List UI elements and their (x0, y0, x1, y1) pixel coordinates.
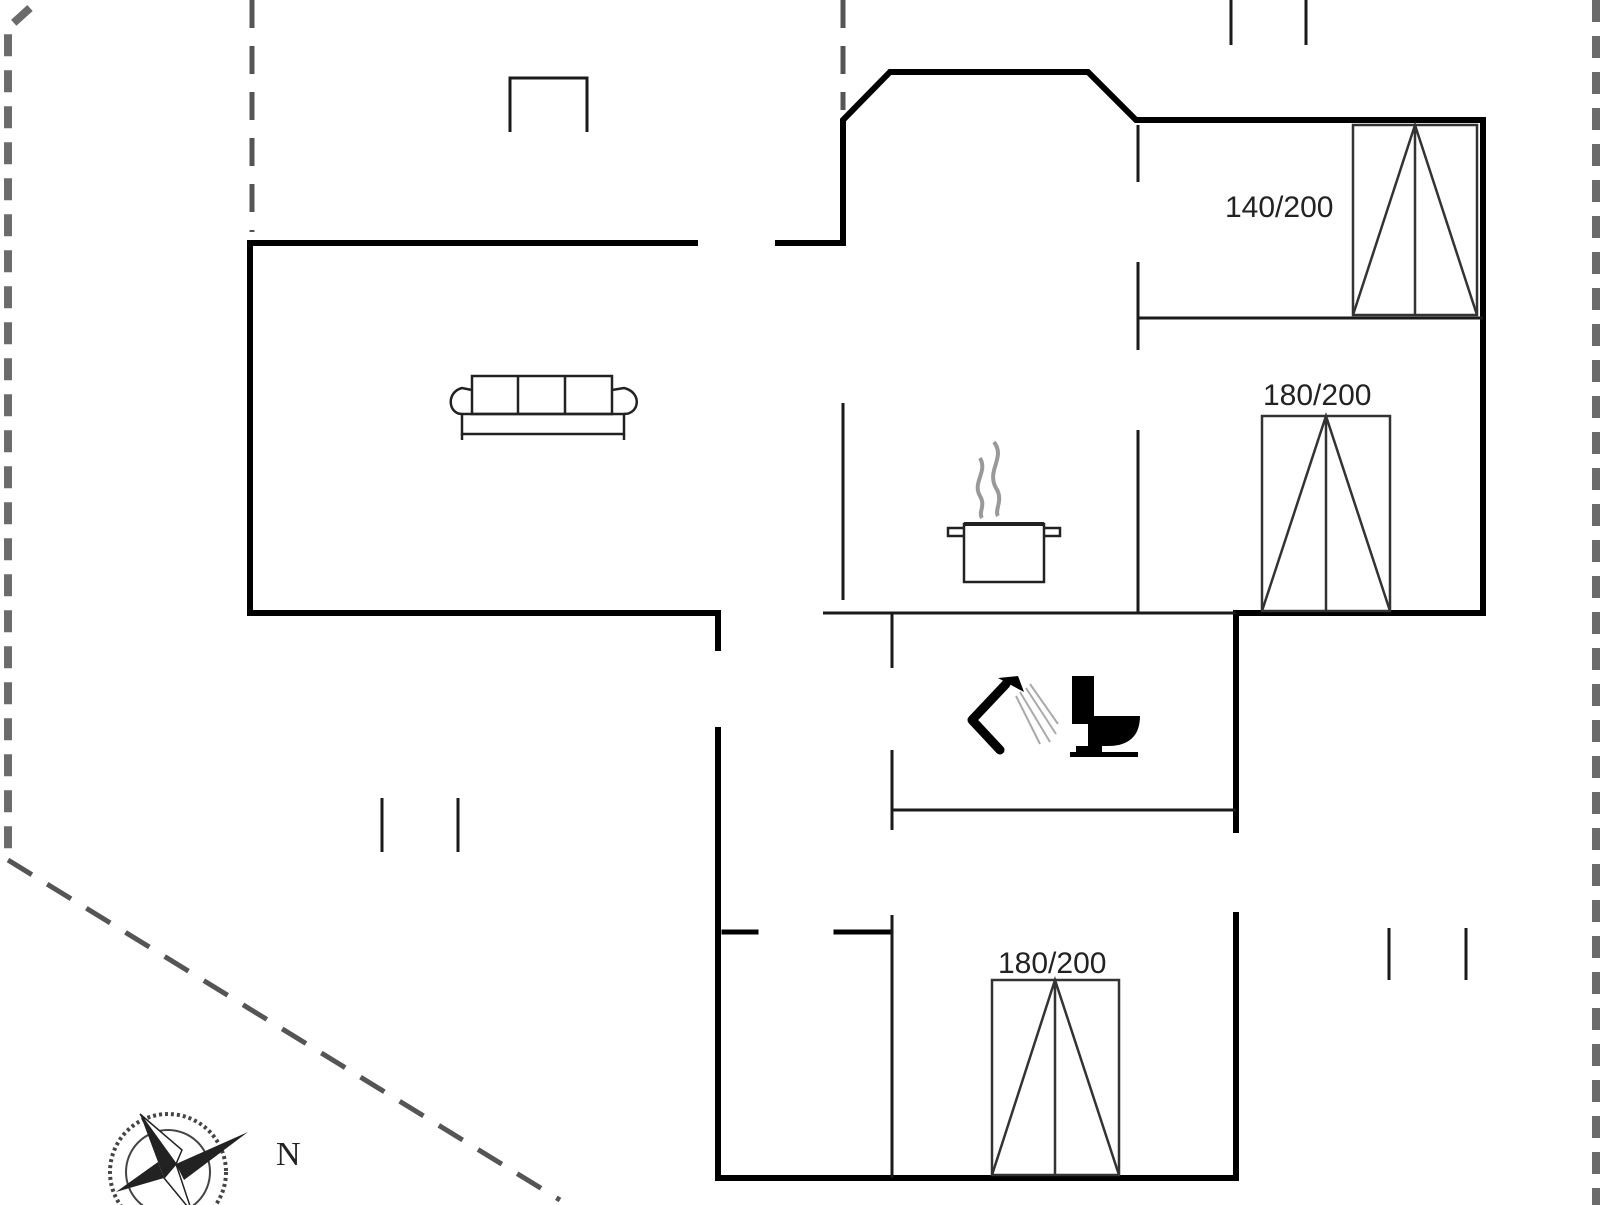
compass-rose-icon (108, 1112, 248, 1205)
bed-140-200 (1351, 120, 1479, 317)
bed-size-label: 180/200 (998, 947, 1106, 980)
bed-180-200 (990, 975, 1121, 1177)
cooking-pot-icon (946, 440, 1062, 584)
property-boundary (4, 0, 1600, 1205)
bed-size-label: 180/200 (1263, 379, 1371, 412)
interior-walls (721, 125, 1483, 1178)
bed-180-200 (1260, 411, 1392, 613)
bedroom-3: 180/200 (990, 947, 1121, 1177)
sofa-icon (449, 374, 638, 440)
toilet-icon (1070, 676, 1140, 757)
north-label: N (276, 1136, 301, 1173)
shower-icon (967, 676, 1059, 755)
bed-size-label: 140/200 (1225, 191, 1333, 224)
bedroom-1: 140/200 (1225, 120, 1479, 317)
terrace-outline (249, 0, 1468, 980)
exterior-walls (247, 69, 1486, 1181)
bedroom-2: 180/200 (1260, 379, 1392, 613)
